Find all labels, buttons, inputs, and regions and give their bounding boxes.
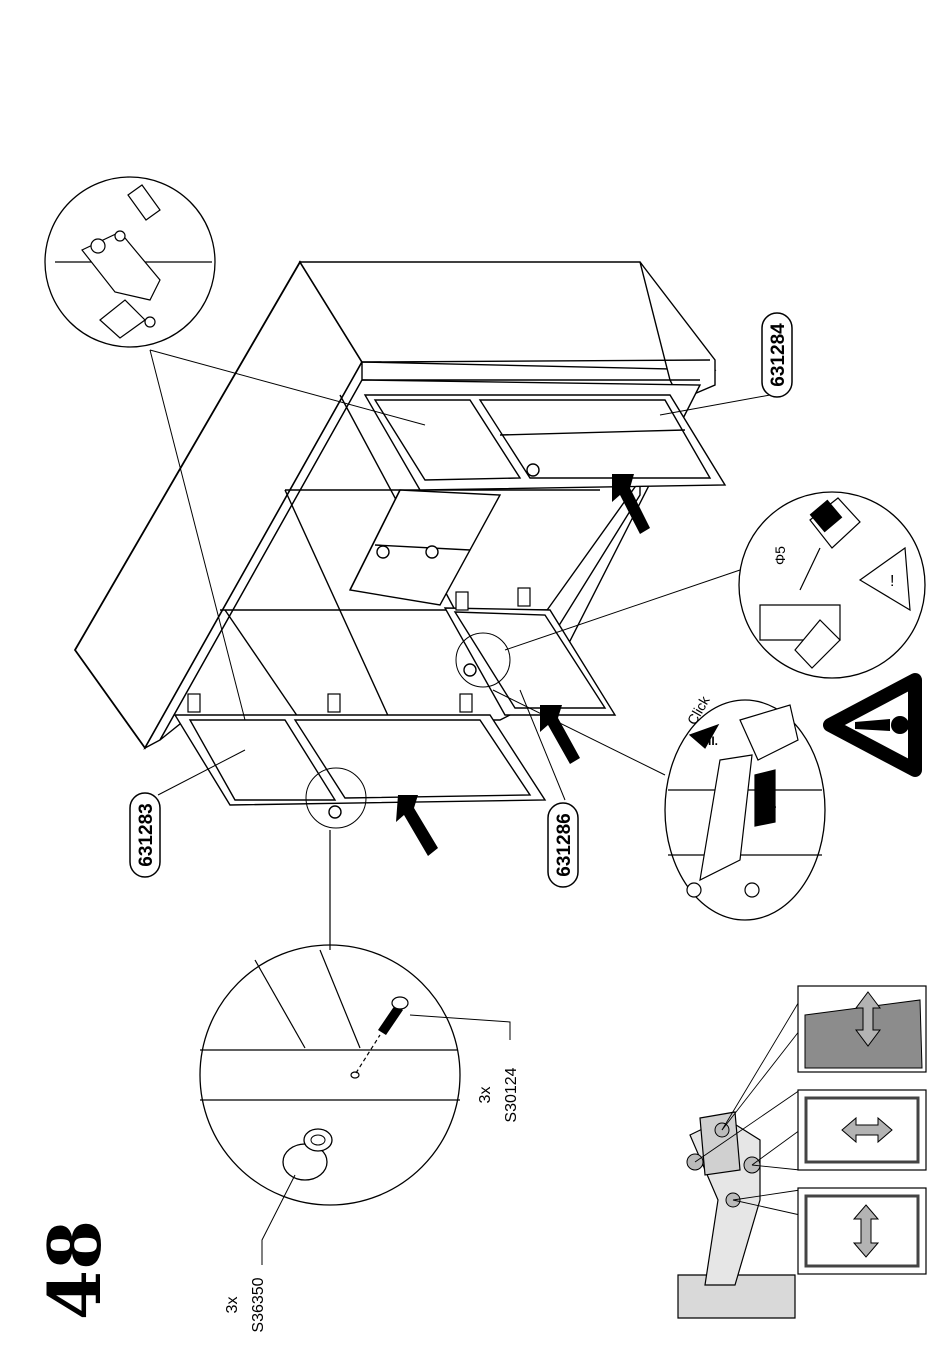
door-631284 bbox=[365, 395, 725, 490]
screw-callout: 3x S30124 bbox=[477, 1067, 520, 1122]
step-two-label: II. bbox=[708, 734, 718, 748]
door-631283 bbox=[175, 715, 545, 828]
knob-icon bbox=[527, 464, 539, 476]
step-one-label: I. bbox=[770, 797, 777, 811]
step-number: 48 bbox=[32, 1220, 117, 1320]
hinge-detail-circle bbox=[45, 177, 215, 347]
hinge-adjustment-detail bbox=[678, 986, 926, 1318]
part-label-631284-text: 631284 bbox=[768, 323, 789, 387]
knob-qty: 3x bbox=[224, 1297, 241, 1314]
hinge-click-detail: Click II. I. bbox=[665, 692, 825, 920]
part-label-631286-text: 631286 bbox=[554, 813, 575, 876]
screw-knob-detail-circle bbox=[200, 830, 510, 1265]
knob-callout: 3x S36350 bbox=[224, 1277, 267, 1332]
part-label-631283: 631283 bbox=[130, 793, 160, 877]
vertical-adjust-box bbox=[798, 1188, 926, 1274]
part-label-631283-text: 631283 bbox=[136, 803, 157, 866]
step-number-text: 48 bbox=[32, 1220, 117, 1320]
depth-adjust-box bbox=[798, 986, 926, 1072]
svg-text:!: ! bbox=[890, 573, 894, 590]
part-label-631284: 631284 bbox=[762, 313, 792, 397]
drill-detail-circle: ! Φ5 bbox=[739, 492, 925, 678]
part-label-631286: 631286 bbox=[548, 803, 578, 887]
screw-qty: 3x bbox=[477, 1087, 494, 1104]
warning-triangle-icon bbox=[830, 680, 915, 770]
screw-code: S30124 bbox=[503, 1067, 520, 1122]
knob-code: S36350 bbox=[250, 1277, 267, 1332]
horizontal-adjust-box bbox=[798, 1090, 926, 1170]
drill-diameter-label: Φ5 bbox=[772, 546, 788, 565]
arrow-icon bbox=[396, 795, 438, 856]
